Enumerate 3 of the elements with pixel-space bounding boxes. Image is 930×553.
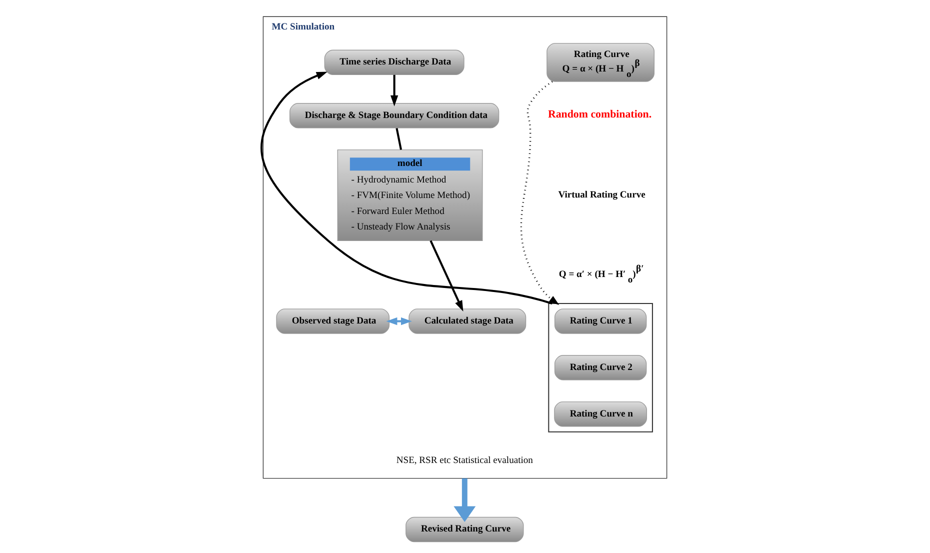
- label: Random combination.: [548, 108, 652, 121]
- label: Virtual Rating Curve: [558, 189, 646, 200]
- label: NSE, RSR etc Statistical evaluation: [396, 455, 533, 466]
